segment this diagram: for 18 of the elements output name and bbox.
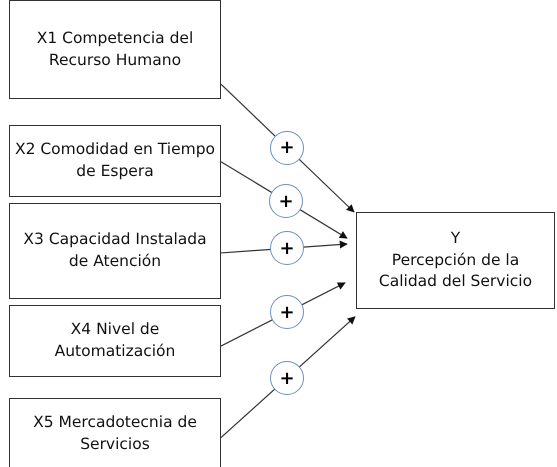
edge-label: + (270, 295, 304, 330)
edge-label: + (270, 130, 304, 165)
factor-box (356, 212, 555, 309)
node-text: X3 Capacidad Instalada de Atención (22, 229, 208, 272)
factor-box (9, 125, 221, 197)
factor-box (9, 305, 221, 377)
factor-box (9, 398, 221, 467)
factor-box (9, 203, 221, 299)
edge-label: + (270, 231, 304, 266)
node-text: Y (450, 228, 460, 249)
node-text: X2 Comodidad en Tiempo de Espera (14, 139, 216, 182)
edge-label: + (270, 361, 304, 396)
node-text: Percepción de la Calidad del Servicio (378, 250, 534, 292)
factor-box (9, 0, 221, 99)
node-text: X4 Nivel de Automatización (54, 319, 176, 362)
node-text: X1 Competencia del Recurso Humano (36, 28, 194, 70)
edge-label: + (269, 184, 303, 218)
node-text: X5 Mercadotecnia de Servicios (32, 412, 198, 455)
